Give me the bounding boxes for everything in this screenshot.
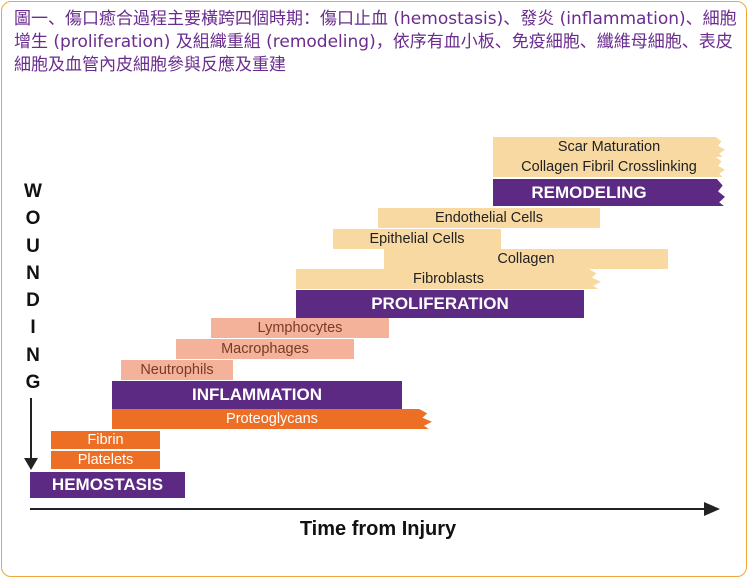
wounding-arrow-line (30, 398, 32, 458)
wounding-letter: U (26, 235, 40, 257)
bar-epithelial-cells: Epithelial Cells (333, 229, 501, 249)
bar-lymphocytes: Lymphocytes (211, 318, 389, 338)
bar-neutrophils: Neutrophils (121, 360, 233, 380)
time-axis-label: Time from Injury (299, 518, 457, 540)
phase-proliferation: PROLIFERATION (296, 290, 584, 318)
phase-inflammation: INFLAMMATION (112, 381, 402, 409)
figure-caption: 圖一、傷口癒合過程主要橫跨四個時期：傷口止血 (hemostasis)、發炎 (… (14, 9, 737, 75)
bar-endothelial-cells: Endothelial Cells (378, 208, 600, 228)
phase-remodeling: REMODELING (493, 179, 725, 206)
wounding-letter: O (25, 208, 41, 230)
down-arrow-icon (24, 458, 38, 470)
time-axis-line (30, 508, 710, 510)
bar-scar-maturation: Scar Maturation (493, 137, 725, 157)
wounding-letter: G (25, 372, 41, 394)
bar-collagen: Collagen (384, 249, 668, 269)
wounding-letter: N (26, 344, 40, 366)
bar-platelets: Platelets (51, 451, 160, 469)
wounding-letter: D (26, 290, 40, 312)
wounding-letter: W (24, 181, 42, 202)
bar-macrophages: Macrophages (176, 339, 354, 359)
bar-fibrin: Fibrin (51, 431, 160, 449)
phase-hemostasis: HEMOSTASIS (30, 472, 185, 498)
bar-collagen-fibril-crosslinking: Collagen Fibril Crosslinking (493, 157, 725, 177)
right-arrow-icon (704, 502, 720, 516)
wounding-letter: N (26, 262, 40, 284)
bar-fibroblasts: Fibroblasts (296, 269, 601, 289)
bar-proteoglycans: Proteoglycans (112, 409, 432, 429)
wounding-letter: I (30, 317, 36, 339)
wounding-label: W O U N D I N G (18, 178, 48, 396)
